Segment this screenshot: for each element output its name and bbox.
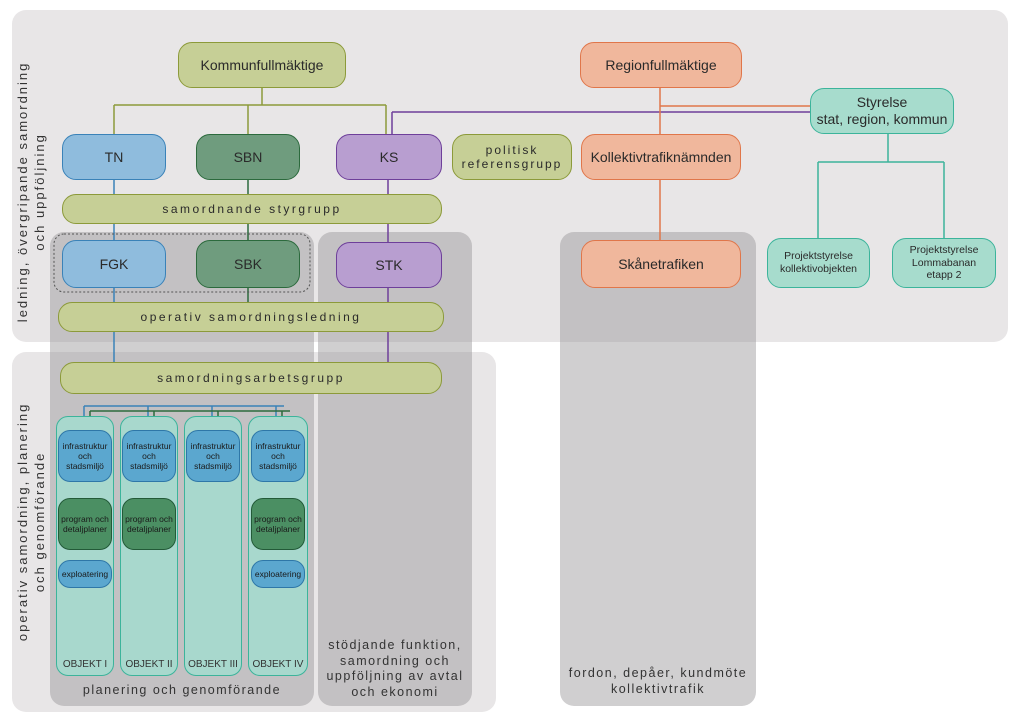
objekt-2-infrastruktur: infrastruktur och stadsmiljö	[122, 430, 176, 482]
top-zone-vertical-label: ledning, övergripande samordning och upp…	[15, 61, 47, 323]
styrelse-subtitle: stat, region, kommun	[816, 111, 948, 127]
sbk-node: SBK	[196, 240, 300, 288]
bottom-zone-vertical-label: operativ samordning, planering och genom…	[15, 402, 47, 642]
ks-node: KS	[336, 134, 442, 180]
support-caption: stödjande funktion, samordning och uppfö…	[326, 638, 464, 699]
objekt-4-label: OBJEKT IV	[252, 659, 304, 670]
objekt-2-program: program och detaljplaner	[122, 498, 176, 550]
vehicles-caption: fordon, depåer, kundmöte kollektivtrafik	[568, 666, 748, 696]
skanetrafiken-node: Skånetrafiken	[581, 240, 741, 288]
kollektivtrafiknamnden-node: Kollektivtrafiknämnden	[581, 134, 741, 180]
objekt-1-label: OBJEKT I	[62, 659, 108, 670]
samordningsarbetsgrupp-bar: samordningsarbetsgrupp	[60, 362, 442, 394]
samordnande-styrgrupp-bar: samordnande styrgrupp	[62, 194, 442, 224]
kommunfullmaktige-node: Kommunfullmäktige	[178, 42, 346, 88]
objekt-1-infrastruktur: infrastruktur och stadsmiljö	[58, 430, 112, 482]
politisk-referensgrupp-node: politisk referensgrupp	[452, 134, 572, 180]
objekt-1-exploatering: exploatering	[58, 560, 112, 588]
styrelse-title: Styrelse	[856, 94, 908, 111]
objekt-4-program: program och detaljplaner	[251, 498, 305, 550]
objekt-3-infrastruktur: infrastruktur och stadsmiljö	[186, 430, 240, 482]
objekt-3-label: OBJEKT III	[188, 659, 238, 670]
objekt-4-infrastruktur: infrastruktur och stadsmiljö	[251, 430, 305, 482]
fgk-node: FGK	[62, 240, 166, 288]
regionfullmaktige-node: Regionfullmäktige	[580, 42, 742, 88]
objekt-2-label: OBJEKT II	[125, 659, 173, 670]
stk-node: STK	[336, 242, 442, 288]
styrelse-node: Styrelse stat, region, kommun	[810, 88, 954, 134]
projektstyrelse-kollektiv-node: Projektstyrelse kollektivobjekten	[767, 238, 870, 288]
operativ-samordningsledning-bar: operativ samordningsledning	[58, 302, 444, 332]
sbn-node: SBN	[196, 134, 300, 180]
planning-caption: planering och genomförande	[82, 683, 282, 697]
objekt-4-exploatering: exploatering	[251, 560, 305, 588]
tn-node: TN	[62, 134, 166, 180]
zone-vehicles	[560, 232, 756, 706]
objekt-1-program: program och detaljplaner	[58, 498, 112, 550]
projektstyrelse-lommabanan-node: Projektstyrelse Lommabanan etapp 2	[892, 238, 996, 288]
